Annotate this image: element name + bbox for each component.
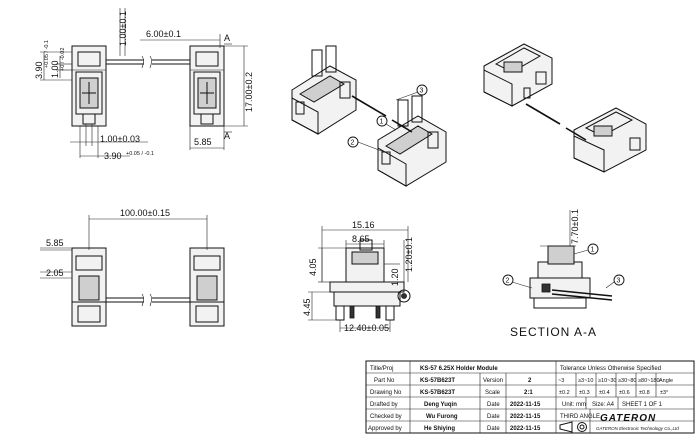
scale-value: 2:1 (524, 390, 533, 396)
top-view-right-housing (189, 45, 225, 127)
approved-value: He Shiying (424, 426, 455, 432)
svg-text:1: 1 (591, 247, 595, 254)
version-label: Version (483, 378, 503, 384)
dim-4-45: 4.45 (302, 298, 312, 316)
title-value: KS-57 6.25X Holder Module (420, 366, 498, 372)
checked-label: Checked by (370, 414, 402, 420)
svg-text:1: 1 (380, 119, 384, 126)
dim-1-20: 1.20 (390, 268, 400, 286)
tolerance-value-cell: ±0.3 (579, 390, 590, 396)
front-view-left-housing (71, 247, 107, 327)
tolerance-header-cell: ≥10~30 (598, 378, 616, 384)
callout-1-iso1: 1 (376, 115, 397, 131)
drafted-label: Drafted by (370, 402, 398, 408)
side-view: 15.16 8.65 4.05 1.20 1.20±0.1 4.45 12.40… (302, 220, 414, 333)
svg-text:2: 2 (506, 278, 510, 285)
dim-1-00-top: 1.00±0.1 (118, 11, 128, 46)
brand-logo-text: GATERON (600, 413, 656, 424)
front-view-right-housing (189, 247, 225, 327)
tolerance-header-cell: ≥30~80 (618, 378, 636, 384)
scale-label: Scale (485, 390, 501, 396)
dim-1-00-003: 1.00±0.03 (100, 134, 140, 144)
drafted-value: Deng Yuqin (424, 402, 457, 408)
callout-2-iso1: 2 (347, 136, 385, 153)
date-label-3: Date (487, 426, 500, 432)
title-label: Title/Proj (370, 366, 393, 372)
title-block: Title/Proj KS-57 6.25X Holder Module Tol… (365, 360, 695, 434)
drawing-label: Drawing No (370, 390, 402, 396)
top-view-left-housing (71, 45, 107, 127)
drawing-value: KS-57B623T (420, 390, 455, 396)
date-label-2: Date (487, 414, 500, 420)
callout-3-iso1: 3 (395, 84, 428, 101)
tolerance-header-cell: ≥80~180 (638, 378, 660, 384)
dim-6-00: 6.00±0.1 (146, 29, 181, 39)
part-label: Part No (374, 378, 395, 384)
tolerance-header-cell: ~3 (558, 378, 564, 384)
svg-text:3: 3 (617, 278, 621, 285)
svg-text:2: 2 (351, 140, 355, 147)
section-mark-a-bottom: A (224, 131, 230, 141)
dim-3-90-bot-tol: +0.05 / -0.1 (126, 151, 154, 157)
tolerance-title: Tolerance Unless Otherwise Specified (560, 366, 661, 372)
top-view: 1.00±0.1 6.00±0.1 A A 17.00±0.2 3.90 +0.… (34, 8, 254, 161)
tolerance-value-cell: ±0.4 (599, 390, 610, 396)
brand-subtitle: GATERON Electronic Technology Co.,Ltd (596, 426, 679, 431)
callout-3-section: 3 (605, 274, 625, 289)
front-view: 100.00±0.15 5.85 2.05 (40, 208, 225, 327)
tolerance-value-cell: ±0.8 (639, 390, 650, 396)
section-a-a-view: 7.70±0.1 1 2 3 SECTION A-A (502, 209, 625, 339)
dim-5-85-right: 5.85 (194, 137, 212, 147)
third-angle-projection-icon (559, 421, 587, 433)
dim-3-90-bot: 3.90 (104, 151, 122, 161)
tolerance-header-cell: Angle (659, 378, 673, 384)
checked-value: Wu Furong (426, 414, 458, 420)
dim-17-00: 17.00±0.2 (244, 72, 254, 112)
callout-1-section: 1 (573, 243, 599, 255)
version-value: 2 (528, 378, 532, 384)
tolerance-values: ±0.2 ±0.3 ±0.4 ±0.6 ±0.8 ±3° (559, 390, 668, 396)
date-label-1: Date (487, 402, 500, 408)
svg-text:3: 3 (420, 88, 424, 95)
unit-label: Unit: mm (562, 402, 586, 408)
dim-100-00: 100.00±0.15 (120, 208, 170, 218)
section-a-a-label: SECTION A-A (510, 325, 597, 339)
callout-2-section: 2 (502, 274, 533, 289)
dim-3-90-left-tol: +0.05 / -0.1 (44, 40, 50, 68)
sheet-label: SHEET 1 OF 1 (622, 402, 663, 408)
tolerance-value-cell: ±0.2 (559, 390, 570, 396)
dim-4-05: 4.05 (308, 258, 318, 276)
isometric-view-1: 3 1 2 (291, 45, 447, 187)
third-angle-label: THIRD ANGLE (560, 414, 600, 420)
date-value-2: 2022-11-15 (510, 414, 541, 420)
isometric-view-2 (483, 43, 647, 173)
dim-1-00-left: 1.00 (50, 60, 60, 78)
dim-8-65: 8.65 (352, 234, 370, 244)
approved-label: Approved by (368, 426, 402, 432)
dim-15-16: 15.16 (352, 220, 375, 230)
size-label: Size: A4 (592, 402, 615, 408)
dim-12-40: 12.40±0.05 (344, 323, 389, 333)
tolerance-header-cell: ≥3~10 (578, 378, 593, 384)
tolerance-value-cell: ±3° (660, 390, 668, 396)
date-value-3: 2022-11-15 (510, 426, 541, 432)
dim-5-85-left: 5.85 (46, 238, 64, 248)
section-mark-a-top: A (224, 33, 230, 43)
dim-3-90-left: 3.90 (34, 61, 44, 79)
dim-1-20-01: 1.20±0.1 (404, 237, 414, 272)
dim-7-70: 7.70±0.1 (570, 209, 580, 244)
date-value-1: 2022-11-15 (510, 402, 541, 408)
tolerance-value-cell: ±0.6 (619, 390, 630, 396)
dim-1-00-left-tol: +0 / -0.02 (60, 48, 66, 71)
part-value: KS-57B623T (420, 378, 455, 384)
dim-2-05: 2.05 (46, 268, 64, 278)
